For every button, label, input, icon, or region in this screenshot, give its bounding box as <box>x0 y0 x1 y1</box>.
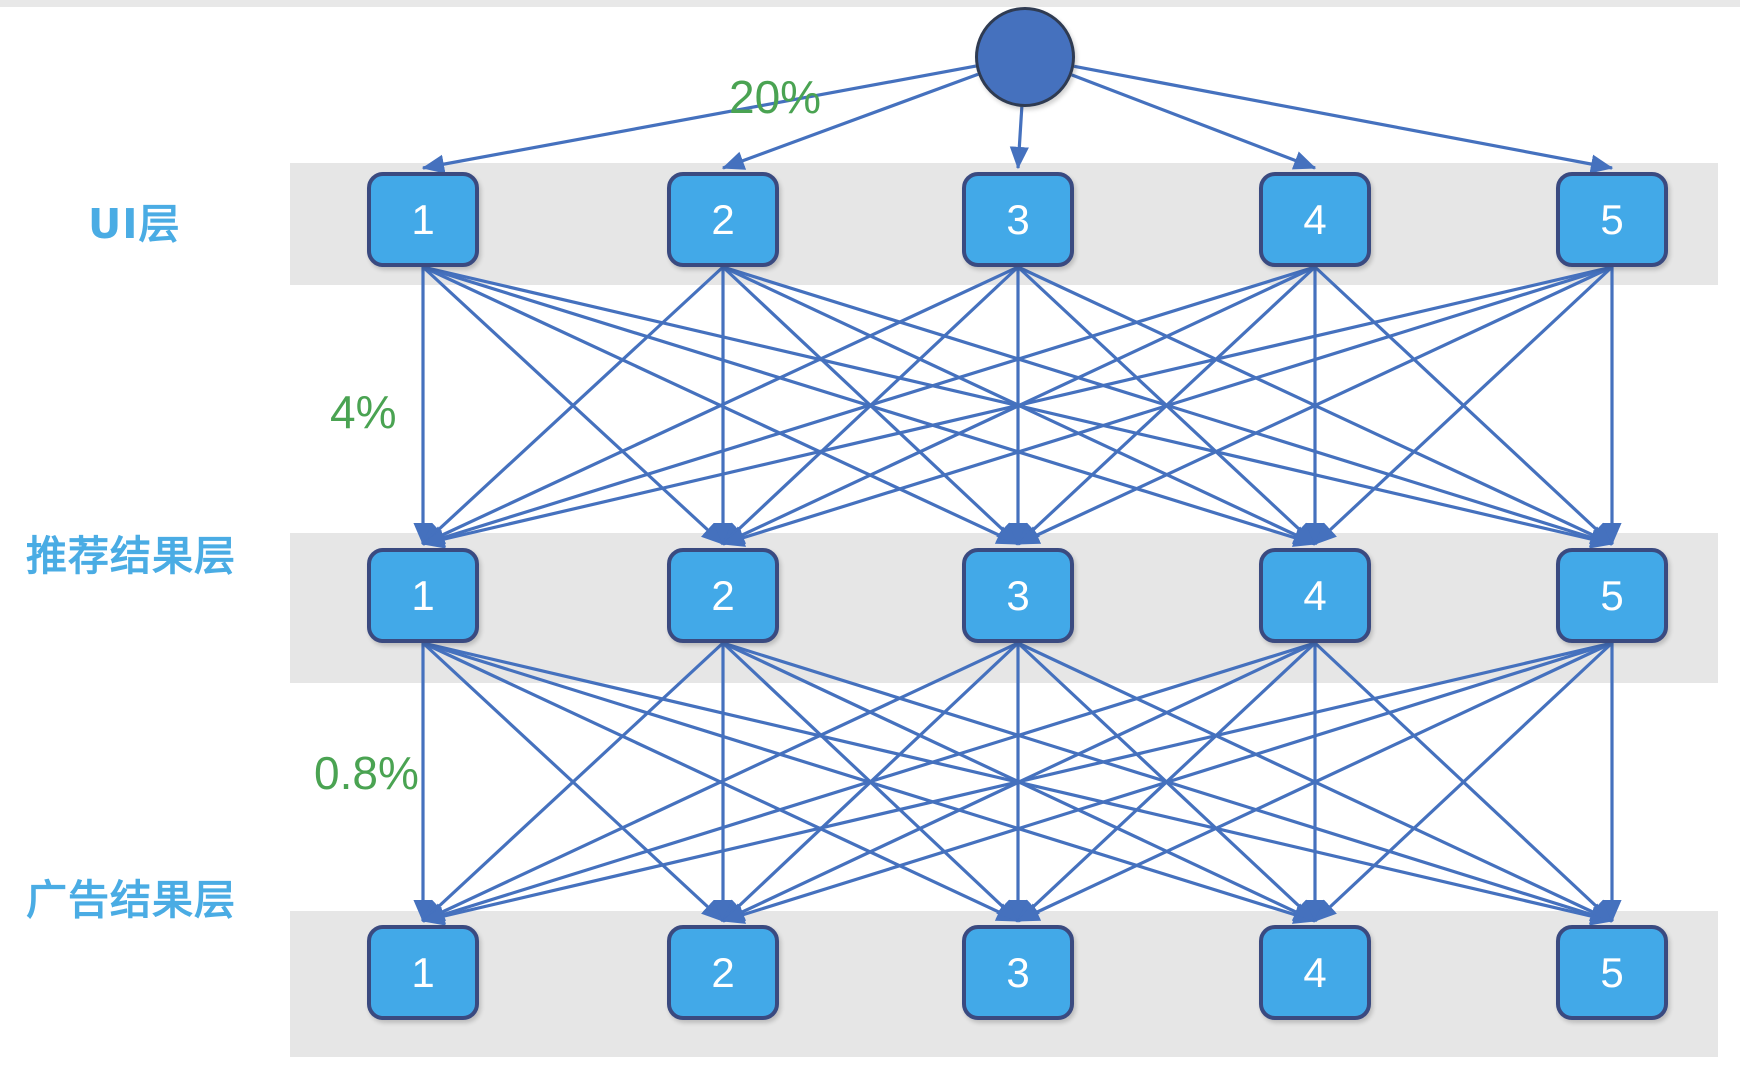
layer-label-ui: UI层 <box>88 200 181 248</box>
ad-node-3[interactable]: 3 <box>962 925 1074 1020</box>
rec-node-4[interactable]: 4 <box>1259 548 1371 643</box>
layer-label-rec: 推荐结果层 <box>26 532 236 580</box>
root-node[interactable] <box>975 7 1075 107</box>
ui-node-5[interactable]: 5 <box>1556 172 1668 267</box>
ad-node-5[interactable]: 5 <box>1556 925 1668 1020</box>
ui-node-1[interactable]: 1 <box>367 172 479 267</box>
rec-node-1[interactable]: 1 <box>367 548 479 643</box>
ad-node-4[interactable]: 4 <box>1259 925 1371 1020</box>
rec-node-5[interactable]: 5 <box>1556 548 1668 643</box>
rec-node-2[interactable]: 2 <box>667 548 779 643</box>
layer-label-ad: 广告结果层 <box>26 876 236 924</box>
percent-label-ui-to-rec: 4% <box>330 386 397 438</box>
ad-node-2[interactable]: 2 <box>667 925 779 1020</box>
ui-node-4[interactable]: 4 <box>1259 172 1371 267</box>
percent-label-root-to-ui: 20% <box>729 71 822 123</box>
ad-node-1[interactable]: 1 <box>367 925 479 1020</box>
top-strip <box>0 0 1740 7</box>
ui-node-2[interactable]: 2 <box>667 172 779 267</box>
rec-node-3[interactable]: 3 <box>962 548 1074 643</box>
ui-node-3[interactable]: 3 <box>962 172 1074 267</box>
percent-label-rec-to-ad: 0.8% <box>314 747 419 799</box>
